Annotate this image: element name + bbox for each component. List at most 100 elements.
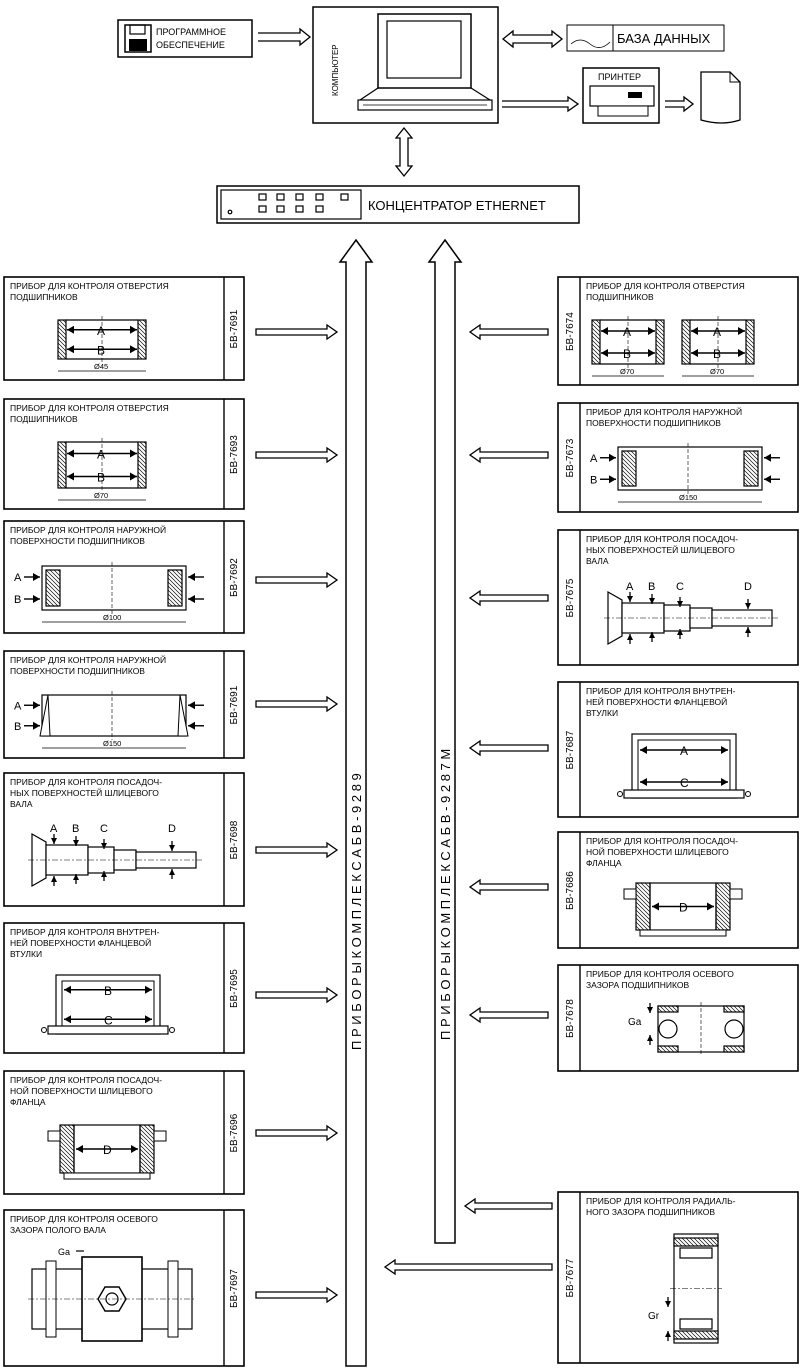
label-gr: Gr <box>648 1311 660 1322</box>
device-title-line: ПРИБОР ДЛЯ КОНТРОЛЯ ОСЕВОГО <box>10 1214 158 1224</box>
label-b: B <box>72 823 79 835</box>
software-node: ПРОГРАММНОЕ ОБЕСПЕЧЕНИЕ <box>117 19 253 58</box>
connector-left-0 <box>255 323 339 341</box>
device-code: БВ-7692 <box>229 558 240 597</box>
hub-ports-icon <box>227 193 349 215</box>
device-schematic: AB Ø100 <box>14 562 204 623</box>
ethernet-hub-node: КОНЦЕНТРАТОР ETHERNET <box>216 185 580 224</box>
label-a: A <box>50 823 58 835</box>
bus-left: П Р И Б О Р Ы К О М П Л Е К С А Б В - 9 … <box>338 238 374 1367</box>
device-title-line: ПРИБОР ДЛЯ КОНТРОЛЯ ПОСАДОЧ- <box>586 534 738 544</box>
label-d: D <box>679 901 688 915</box>
connector-right-3 <box>468 739 549 757</box>
label-b: B <box>97 471 105 485</box>
device-title-line: ПРИБОР ДЛЯ КОНТРОЛЯ НАРУЖНОЙ <box>10 524 166 535</box>
label-a: A <box>14 572 22 584</box>
device-code: БВ-7678 <box>565 999 576 1038</box>
label-b: B <box>713 347 721 361</box>
connector-right-0 <box>468 323 549 341</box>
device-title-line: ПОВЕРХНОСТИ ПОДШИПНИКОВ <box>10 536 145 546</box>
device-schematic: Ga <box>628 1002 745 1056</box>
connector-right-to-left-bus <box>383 1258 553 1276</box>
connector-left-3 <box>255 695 339 713</box>
device-title-line: ПОВЕРХНОСТИ ПОДШИПНИКОВ <box>10 666 145 676</box>
arrow-computer-database <box>501 29 564 49</box>
device-title-line: ВАЛА <box>586 556 609 566</box>
dimension-label: Ø150 <box>679 493 697 502</box>
device-code: БВ-7698 <box>229 820 240 859</box>
connector-right-4 <box>468 878 549 896</box>
connector-left-2 <box>255 571 339 589</box>
device-title-line: ПРИБОР ДЛЯ КОНТРОЛЯ РАДИАЛЬ- <box>586 1196 736 1206</box>
device-title-line: ЗАЗОРА ПОЛОГО ВАЛА <box>10 1225 106 1235</box>
label-b: B <box>14 594 21 606</box>
device-code: БВ-7686 <box>565 871 576 910</box>
label-ga: Ga <box>58 1247 70 1257</box>
device-code: БВ-7693 <box>229 435 240 474</box>
device-title-line: НОЙ ПОВЕРХНОСТИ ШЛИЦЕВОГО <box>586 846 729 857</box>
label-c: C <box>676 581 684 593</box>
connector-right-6 <box>463 1197 553 1215</box>
device-schematic: Ga <box>28 1247 196 1342</box>
printer-label: ПРИНТЕР <box>598 72 641 82</box>
device-title-line: ПРИБОР ДЛЯ КОНТРОЛЯ ОТВЕРСТИЯ <box>10 281 169 291</box>
bus-right-label: П Р И Б О Р Ы К О М П Л Е К С А Б В - 9 … <box>438 749 453 1040</box>
device-title-line: НЕЙ ПОВЕРХНОСТИ ФЛАНЦЕВОЙ <box>10 937 151 948</box>
device-schematic: BC <box>41 974 175 1035</box>
device-title-line: НЕЙ ПОВЕРХНОСТИ ФЛАНЦЕВОЙ <box>586 696 727 707</box>
device-title-line: ПРИБОР ДЛЯ КОНТРОЛЯ ПОСАДОЧ- <box>10 777 162 787</box>
label-b: B <box>623 347 631 361</box>
device-connectors <box>255 323 553 1304</box>
connector-right-5 <box>468 1006 549 1024</box>
device-frame <box>557 831 799 949</box>
device-code: БВ-7695 <box>229 969 240 1008</box>
bus-right: П Р И Б О Р Ы К О М П Л Е К С А Б В - 9 … <box>427 238 463 1244</box>
device-title-line: ЗАЗОРА ПОДШИПНИКОВ <box>586 980 690 990</box>
label-a: A <box>623 325 631 339</box>
dimension-label: Ø70 <box>94 491 108 500</box>
label-ga: Ga <box>628 1017 642 1028</box>
dimension-label: Ø45 <box>94 362 108 371</box>
arrow-computer-hub <box>394 126 414 178</box>
printer-node: ПРИНТЕР <box>582 67 660 124</box>
label-b: B <box>97 343 105 357</box>
device-title-line: ПРИБОР ДЛЯ КОНТРОЛЯ НАРУЖНОЙ <box>10 654 166 665</box>
device-frame <box>3 772 245 907</box>
device-title-line: ВАЛА <box>10 799 33 809</box>
device-code: БВ-7696 <box>229 1113 240 1152</box>
device-code: БВ-7673 <box>565 438 576 477</box>
bus-left-label: П Р И Б О Р Ы К О М П Л Е К С А Б В - 9 … <box>349 773 364 1050</box>
device-title-line: ВТУЛКИ <box>10 949 42 959</box>
device-title-line: ФЛАНЦА <box>10 1097 46 1107</box>
label-d: D <box>744 581 752 593</box>
connector-left-5 <box>255 986 339 1004</box>
label-b: B <box>104 984 112 998</box>
device-title-line: ФЛАНЦА <box>586 858 622 868</box>
dimension-label: Ø100 <box>103 613 121 622</box>
connector-right-2 <box>468 589 549 607</box>
software-label-2: ОБЕСПЕЧЕНИЕ <box>156 40 225 50</box>
dimension-label: Ø150 <box>103 739 121 748</box>
device-code: БВ-7697 <box>229 1269 240 1308</box>
device-code: БВ-7687 <box>565 730 576 769</box>
device-title-line: ПРИБОР ДЛЯ КОНТРОЛЯ НАРУЖНОЙ <box>586 406 742 417</box>
device-title-line: НОЙ ПОВЕРХНОСТИ ШЛИЦЕВОГО <box>10 1085 153 1096</box>
dimension-label: Ø70 <box>620 367 634 376</box>
